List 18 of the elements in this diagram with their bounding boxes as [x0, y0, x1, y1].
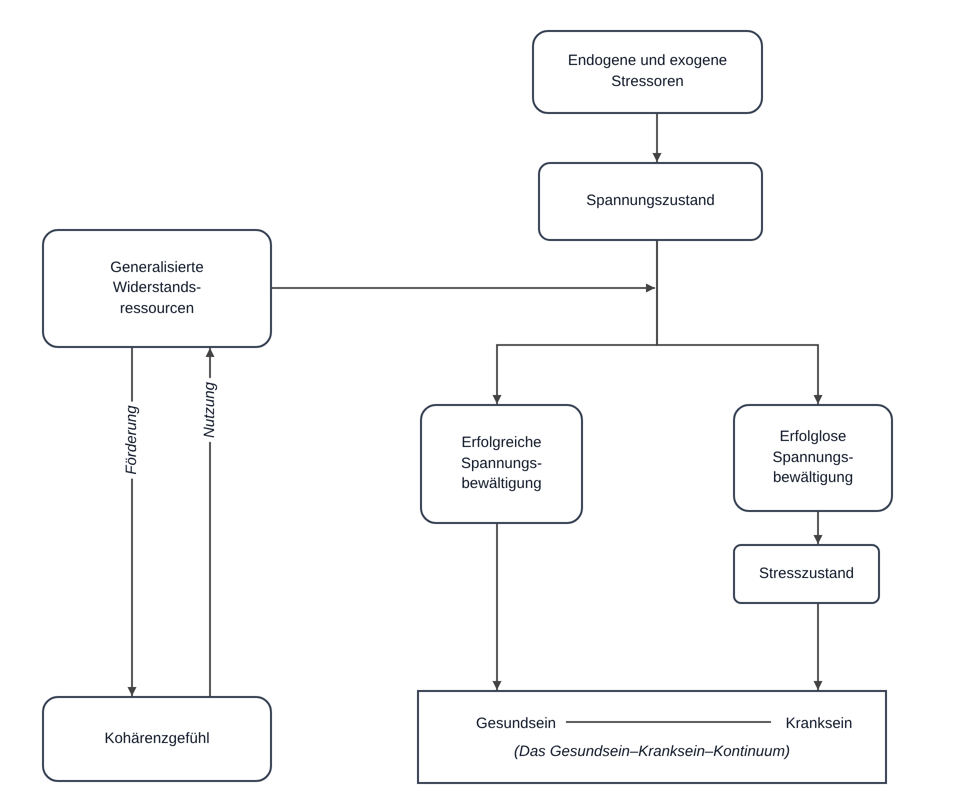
- arrow: [492, 524, 502, 690]
- arrow: [652, 114, 662, 162]
- arrow: [272, 284, 655, 292]
- process-box: Erfolgreiche Spannungs-bewältigung: [420, 404, 583, 524]
- arrow: [814, 512, 822, 544]
- process-box: Endogene und exogene Stressoren: [532, 30, 763, 114]
- process-box: Generalisierte Widerstands-ressourcen: [42, 229, 272, 348]
- process-box: Erfolglose Spannungs-bewältigung: [733, 404, 893, 512]
- arrow: [656, 241, 822, 404]
- text-label: Kranksein: [773, 713, 865, 735]
- process-box: Kohärenzgefühl: [42, 696, 272, 782]
- text-label: Gesundsein: [464, 713, 568, 735]
- process-box: Spannungszustand: [538, 162, 763, 241]
- connector-line: [566, 721, 771, 723]
- process-box: Stresszustand: [733, 544, 880, 604]
- arrow: [814, 604, 822, 690]
- caption-text: (Das Gesundsein–Kranksein–Kontinuum): [513, 742, 791, 762]
- process-box: [417, 690, 887, 784]
